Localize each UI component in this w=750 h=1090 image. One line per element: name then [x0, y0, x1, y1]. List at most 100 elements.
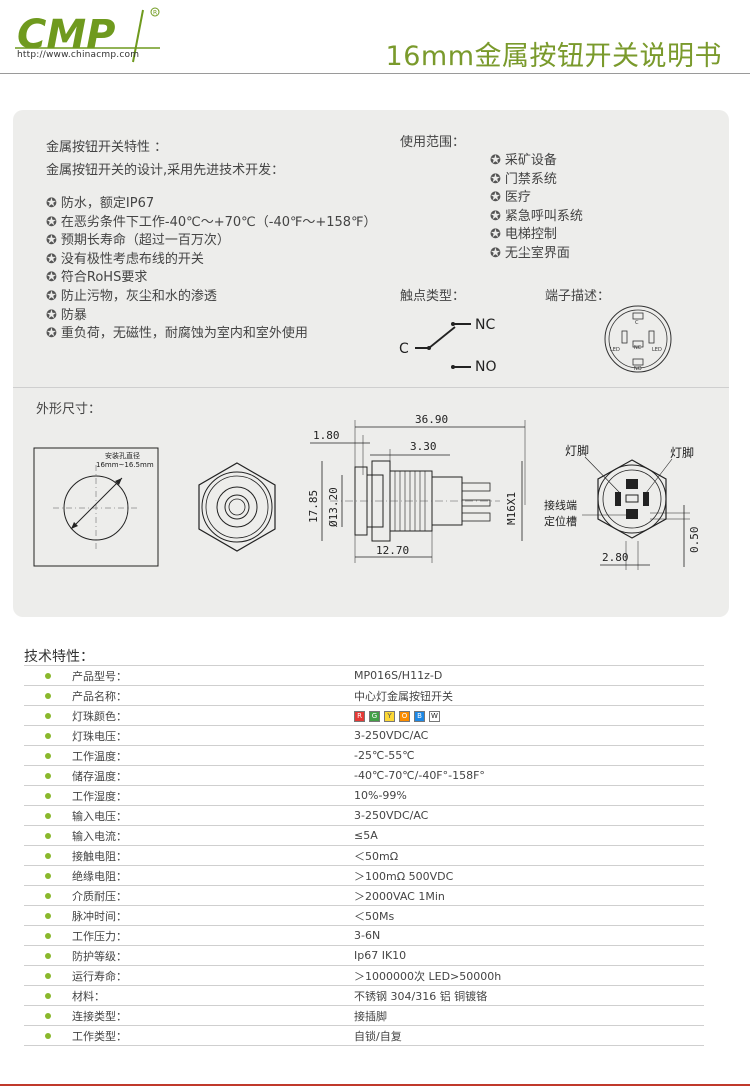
- feature-item: ✪没有极性考虑布线的开关: [46, 251, 204, 267]
- bullet-dot-icon: [45, 773, 51, 779]
- led-color-swatch: G: [369, 710, 380, 722]
- star-icon: ✪: [490, 190, 501, 206]
- bullet-dot-icon: [45, 1033, 51, 1039]
- feature-item: ✪防止污物，灰尘和水的渗透: [46, 288, 217, 304]
- dim-m16: M16X1: [505, 492, 518, 525]
- panel-divider: [13, 387, 729, 388]
- spec-value: -40℃-70℃/-40F°-158F°: [354, 765, 704, 786]
- bullet-dot-icon: [45, 993, 51, 999]
- spec-row: 连接类型：接插脚: [24, 1005, 704, 1026]
- feature-item: ✪预期长寿命（超过一百万次）: [46, 233, 230, 249]
- info-panel: [13, 110, 729, 617]
- terminal-position-label-1: 接线端: [544, 498, 577, 512]
- bullet-dot-icon: [45, 713, 51, 719]
- usage-item: ✪医疗: [490, 190, 531, 206]
- star-icon: ✪: [46, 288, 57, 304]
- bullet-dot-icon: [45, 1013, 51, 1019]
- spec-label: 工作温度：: [72, 745, 354, 766]
- front-view-drawing: [198, 462, 276, 552]
- side-view-drawing: 36.90 1.80 3.30 17.85 Ø13.20 M16X1 12.70: [307, 413, 526, 563]
- feature-item: ✪在恶劣条件下工作-40℃～+70℃（-40℉～+158℉）: [46, 214, 377, 230]
- star-icon: ✪: [46, 270, 57, 286]
- spec-row: 工作温度：-25℃-55℃: [24, 745, 704, 766]
- svg-text:R: R: [153, 10, 157, 17]
- hole-size: 16mm~16.5mm: [96, 461, 154, 469]
- specs-heading: 技术特性：: [24, 649, 94, 665]
- feature-item: ✪符合RoHS要求: [46, 270, 148, 286]
- contact-diagram: C NC NO: [399, 317, 497, 375]
- contact-nc-label: NC: [475, 317, 495, 333]
- star-icon: ✪: [490, 171, 501, 187]
- footer-divider: [0, 1084, 750, 1086]
- usage-item: ✪门禁系统: [490, 171, 557, 187]
- dim-13-20: Ø13.20: [327, 487, 340, 527]
- bullet-dot-icon: [45, 933, 51, 939]
- features-list: ✪防水，额定IP67 ✪在恶劣条件下工作-40℃～+70℃（-40℉～+158℉…: [46, 192, 376, 341]
- spec-value: ≤5A: [354, 825, 704, 846]
- bullet-dot-icon: [45, 953, 51, 959]
- spec-row: 工作湿度：10%-99%: [24, 785, 704, 806]
- bullet-dot-icon: [45, 913, 51, 919]
- dim-3-30: 3.30: [410, 440, 437, 453]
- bullet-dot-icon: [45, 873, 51, 879]
- rear-view-drawing: 灯脚 灯脚 接线端 定位槽 2.80 0.50: [544, 443, 700, 570]
- led-color-swatch: O: [399, 710, 410, 722]
- feature-item: ✪防水，额定IP67: [46, 196, 155, 211]
- spec-value: ＜50Ms: [354, 905, 704, 926]
- spec-row: 产品型号：MP016S/H11z-D: [24, 665, 704, 686]
- spec-label: 储存温度：: [72, 765, 354, 786]
- spec-label: 产品型号：: [72, 665, 354, 686]
- spec-label: 介质耐压：: [72, 885, 354, 906]
- usage-item: ✪采矿设备: [490, 153, 557, 168]
- spec-row: 产品名称：中心灯金属按钮开关: [24, 685, 704, 706]
- led-color-swatch: W: [429, 710, 440, 722]
- led-color-swatch: Y: [384, 710, 395, 722]
- mounting-hole-drawing: 安装孔直径 16mm~16.5mm: [33, 447, 159, 567]
- bullet-dot-icon: [45, 753, 51, 759]
- spec-value: 10%-99%: [354, 785, 704, 806]
- spec-label: 产品名称：: [72, 685, 354, 706]
- spec-row: 输入电流：≤5A: [24, 825, 704, 846]
- spec-label: 工作湿度：: [72, 785, 354, 806]
- spec-row: 储存温度：-40℃-70℃/-40F°-158F°: [24, 765, 704, 786]
- spec-value: MP016S/H11z-D: [354, 665, 704, 686]
- dim-36-90: 36.90: [415, 413, 448, 426]
- usage-item: ✪电梯控制: [490, 227, 557, 243]
- star-icon: ✪: [490, 245, 501, 261]
- star-icon: ✪: [46, 233, 57, 249]
- logo-text: CMP: [17, 12, 115, 58]
- bullet-dot-icon: [45, 673, 51, 679]
- spec-label: 接触电阻：: [72, 845, 354, 866]
- usage-item: ✪紧急呼叫系统: [490, 208, 583, 224]
- spec-value: 自锁/自复: [354, 1025, 704, 1046]
- dim-0-50: 0.50: [688, 527, 700, 554]
- star-icon: ✪: [46, 214, 57, 230]
- logo-url: http://www.chinacmp.com: [17, 50, 140, 60]
- usage-list: ✪采矿设备 ✪门禁系统 ✪医疗 ✪紧急呼叫系统 ✪电梯控制 ✪无尘室界面: [490, 149, 583, 261]
- spec-value: ＞100mΩ 500VDC: [354, 865, 704, 886]
- dim-2-80: 2.80: [602, 551, 629, 564]
- spec-label: 运行寿命：: [72, 965, 354, 986]
- bullet-dot-icon: [45, 973, 51, 979]
- star-icon: ✪: [46, 307, 57, 323]
- usage-heading: 使用范围：: [400, 135, 466, 150]
- term-c: C: [635, 320, 639, 326]
- bullet-dot-icon: [45, 893, 51, 899]
- features-intro: 金属按钮开关的设计,采用先进技术开发：: [46, 163, 285, 178]
- spec-label: 工作压力：: [72, 925, 354, 946]
- dim-17-85: 17.85: [307, 490, 320, 523]
- contact-no-label: NO: [475, 359, 497, 375]
- spec-label: 绝缘电阻：: [72, 865, 354, 886]
- bullet-dot-icon: [45, 833, 51, 839]
- page-title: 16mm金属按钮开关说明书: [385, 41, 722, 72]
- spec-value: ＜50mΩ: [354, 845, 704, 866]
- dim-1-80: 1.80: [313, 429, 340, 442]
- feature-item: ✪防暴: [46, 307, 87, 323]
- dim-12-70: 12.70: [376, 544, 409, 557]
- lamp-pin-left-label: 灯脚: [565, 443, 589, 458]
- spec-value: -25℃-55℃: [354, 745, 704, 766]
- star-icon: ✪: [490, 208, 501, 224]
- bullet-dot-icon: [45, 733, 51, 739]
